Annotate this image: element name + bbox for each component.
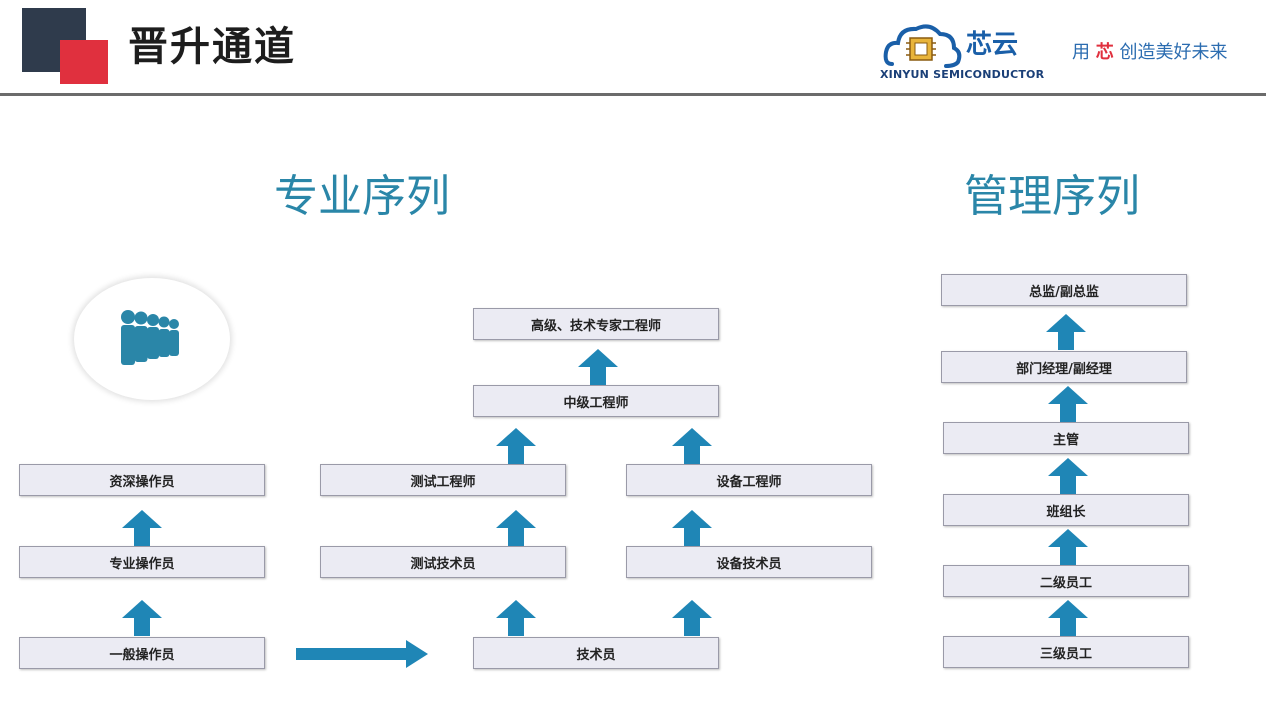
up-arrow-icon [1048,600,1088,636]
slogan-pre: 用 [1072,42,1090,63]
section-title-management: 管理序列 [964,171,1140,222]
box-test-engineer: 测试工程师 [320,464,566,496]
up-arrow-icon [496,510,536,546]
slogan: 用 芯 创造美好未来 [1072,38,1227,64]
box-equipment-engineer: 设备工程师 [626,464,872,496]
box-professional-operator: 专业操作员 [19,546,265,578]
up-arrow-icon [122,600,162,636]
header-red-square [60,40,108,84]
section-title-professional: 专业序列 [274,171,450,222]
slogan-highlight: 芯 [1095,42,1114,63]
header-divider [0,93,1266,96]
people-circle [74,278,230,400]
box-senior-expert-engineer: 高级、技术专家工程师 [473,308,719,340]
logo-text-en: XINYUN SEMICONDUCTOR [880,68,1045,81]
up-arrow-icon [1048,458,1088,494]
box-supervisor: 主管 [943,422,1189,454]
up-arrow-icon [1046,314,1086,350]
box-level-2-employee: 二级员工 [943,565,1189,597]
box-mid-engineer: 中级工程师 [473,385,719,417]
up-arrow-icon [672,510,712,546]
up-arrow-icon [496,600,536,636]
right-arrow-icon [296,640,428,668]
up-arrow-icon [122,510,162,546]
page-title: 晋升通道 [128,24,296,70]
slogan-post: 创造美好未来 [1119,42,1228,63]
up-arrow-icon [672,428,712,464]
box-team-leader: 班组长 [943,494,1189,526]
box-department-manager: 部门经理/副经理 [941,351,1187,383]
box-technician: 技术员 [473,637,719,669]
box-general-operator: 一般操作员 [19,637,265,669]
up-arrow-icon [1048,529,1088,565]
box-director: 总监/副总监 [941,274,1187,306]
box-senior-operator: 资深操作员 [19,464,265,496]
up-arrow-icon [496,428,536,464]
up-arrow-icon [578,349,618,385]
box-equipment-technician: 设备技术员 [626,546,872,578]
logo-text-cn: 芯云 [966,30,1019,60]
up-arrow-icon [1048,386,1088,422]
box-level-3-employee: 三级员工 [943,636,1189,668]
box-test-technician: 测试技术员 [320,546,566,578]
up-arrow-icon [672,600,712,636]
cloud-chip-icon [883,24,962,68]
people-group-icon [121,310,179,365]
